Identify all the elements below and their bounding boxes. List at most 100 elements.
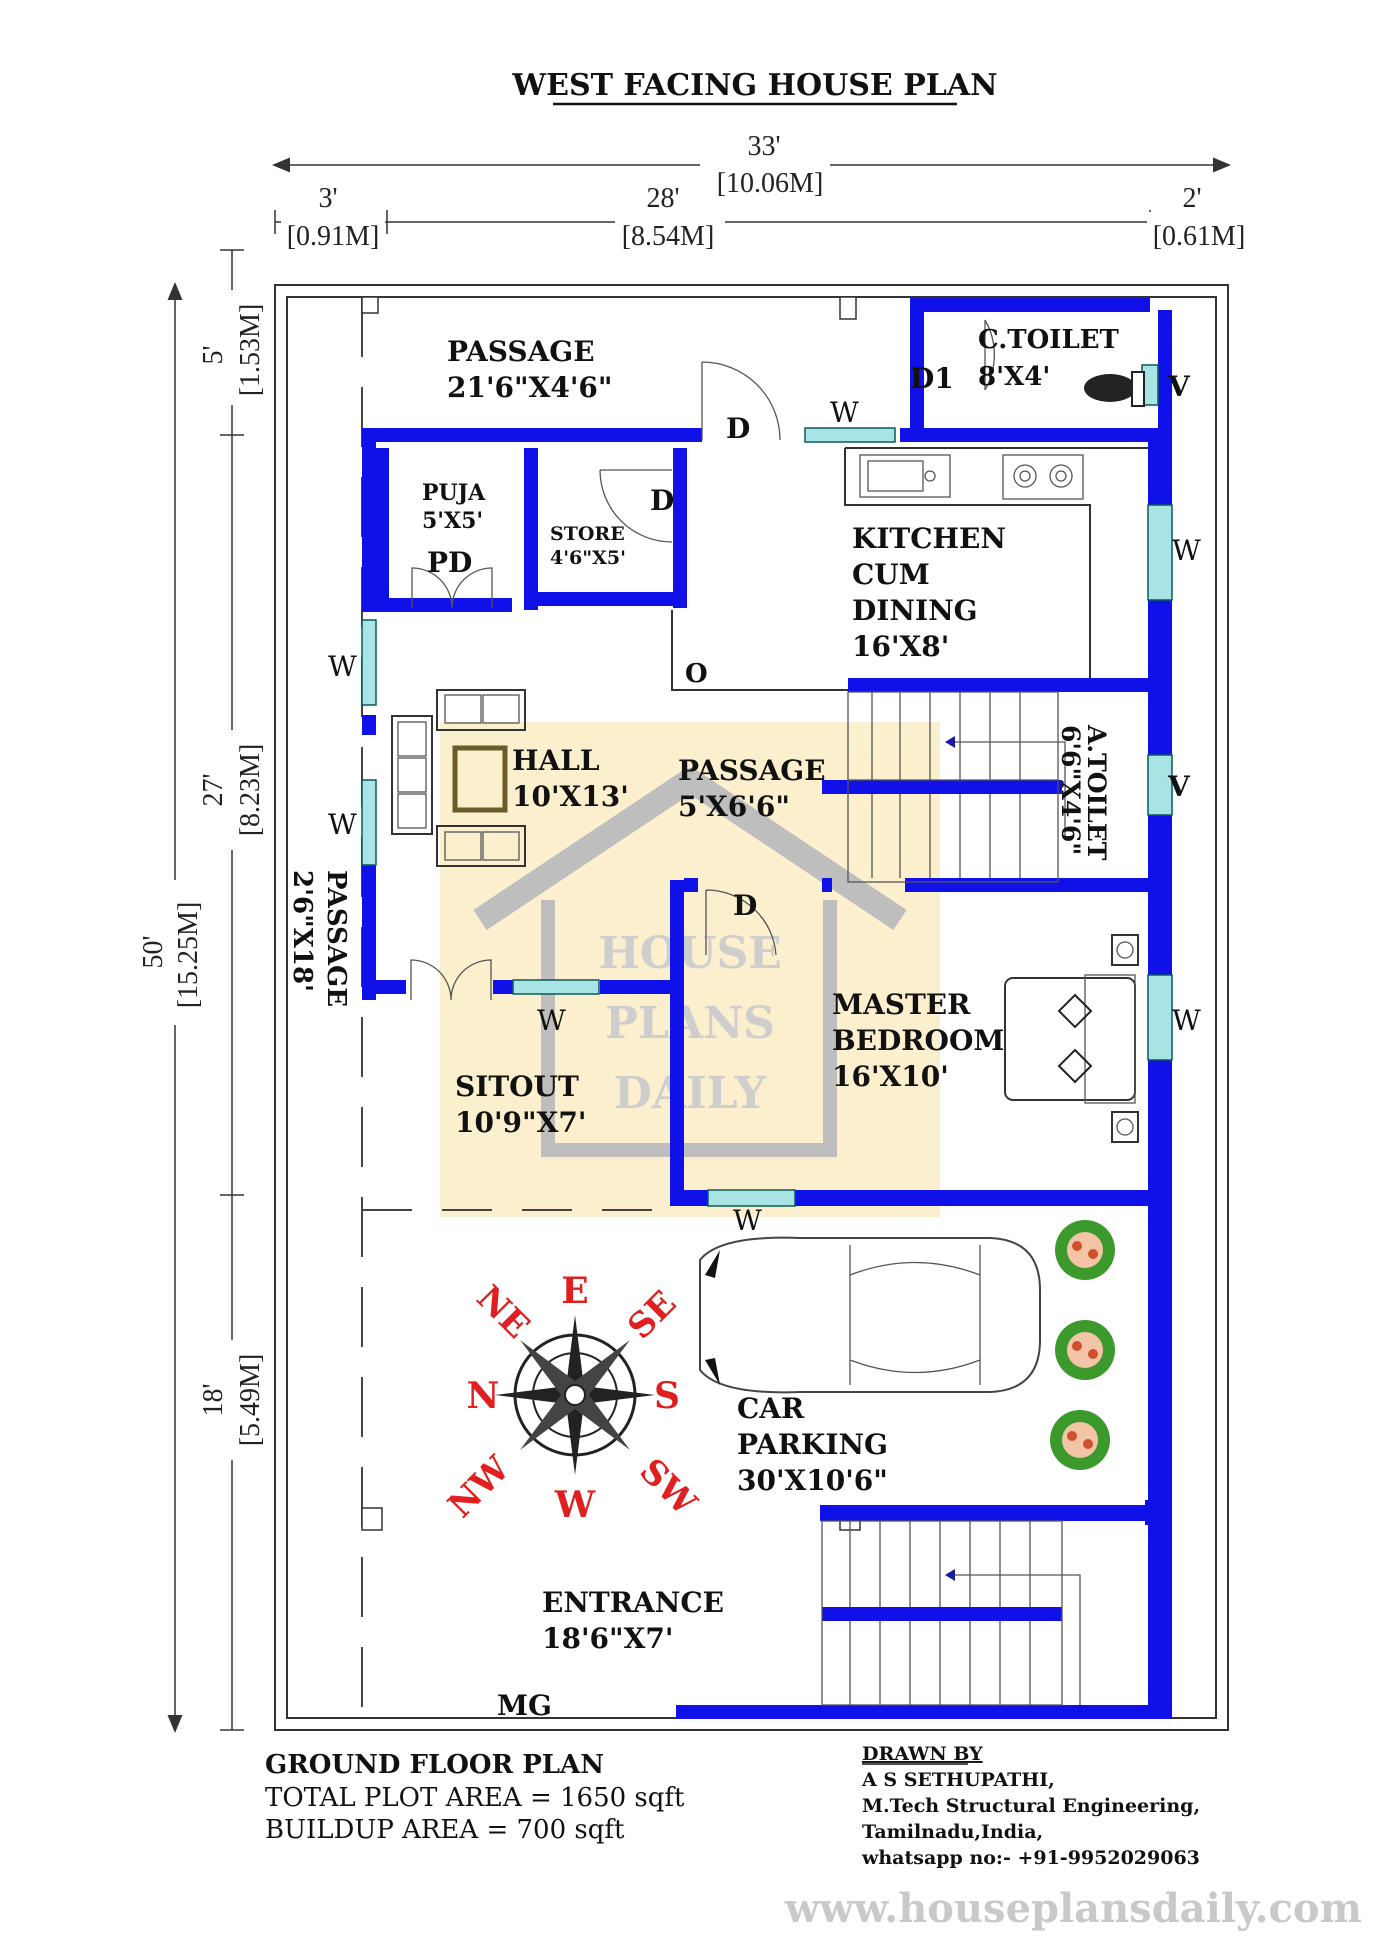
author-qualification: M.Tech Structural Engineering, bbox=[862, 1795, 1200, 1817]
a-toilet-size: 6'6"X4'6" bbox=[1056, 725, 1085, 855]
watermark-line-2: PLANS bbox=[605, 998, 775, 1049]
passage-mid-size: 5'X6'6" bbox=[678, 790, 790, 823]
store-name: STORE bbox=[550, 523, 625, 545]
hall-size: 10'X13' bbox=[512, 780, 629, 813]
door-marker-store: D bbox=[650, 484, 674, 517]
compass-n: N bbox=[467, 1375, 500, 1417]
passage-top-size: 21'6"X4'6" bbox=[447, 371, 612, 404]
building-width-metric: [8.54M] bbox=[622, 221, 715, 252]
door-marker-puja: PD bbox=[427, 546, 472, 579]
middle-depth-metric: [8.23M] bbox=[235, 744, 266, 837]
window-marker-sitout: W bbox=[537, 1004, 566, 1037]
drawn-by-label: DRAWN BY bbox=[862, 1743, 983, 1765]
top-depth-label: 5' bbox=[198, 345, 229, 364]
staircase-upper bbox=[847, 691, 1066, 883]
middle-depth-label: 27' bbox=[198, 773, 229, 806]
kitchen-line-3: DINING bbox=[852, 594, 978, 627]
vertical-dimensions: 50' [15.25M] 5' [1.53M] 27' [8.23M] 18' … bbox=[138, 249, 270, 1733]
plants bbox=[1050, 1220, 1115, 1470]
c-toilet-name: C.TOILET bbox=[978, 325, 1120, 355]
window-marker-hall-2: W bbox=[328, 808, 357, 841]
window-bedroom-right bbox=[1147, 974, 1173, 1061]
overall-width-metric: [10.06M] bbox=[717, 168, 824, 199]
window-marker-passage: W bbox=[830, 396, 859, 429]
opening-marker: O bbox=[685, 659, 708, 689]
watermark-line-3: DAILY bbox=[614, 1068, 767, 1119]
window-kitchen bbox=[1147, 504, 1173, 601]
door-marker-c-toilet: D1 bbox=[910, 362, 954, 395]
author-name: A S SETHUPATHI, bbox=[861, 1769, 1055, 1791]
window-bedroom-bottom bbox=[707, 1189, 796, 1207]
compass-rose: E W N S NE SE NW SW bbox=[441, 1270, 705, 1526]
car-parking-line-2: PARKING bbox=[737, 1428, 888, 1461]
overall-depth-metric: [15.25M] bbox=[173, 902, 204, 1009]
compass-ne: NE bbox=[468, 1278, 537, 1347]
puja-name: PUJA bbox=[422, 480, 486, 506]
sitout-name: SITOUT bbox=[455, 1070, 579, 1103]
footer: GROUND FLOOR PLAN TOTAL PLOT AREA = 1650… bbox=[265, 1743, 1362, 1932]
plan-title: WEST FACING HOUSE PLAN bbox=[511, 68, 997, 103]
main-gate-marker: MG bbox=[497, 1689, 552, 1722]
car bbox=[699, 1236, 1041, 1394]
walls bbox=[362, 298, 1172, 1719]
compass-e: E bbox=[561, 1270, 588, 1312]
window-passage-kitchen bbox=[804, 427, 896, 443]
left-setback-label: 3' bbox=[318, 183, 337, 214]
bottom-depth-metric: [5.49M] bbox=[235, 1354, 266, 1447]
website-link[interactable]: www.houseplansdaily.com bbox=[784, 1885, 1362, 1932]
author-location: Tamilnadu,India, bbox=[862, 1821, 1043, 1843]
door-marker-bedroom: D bbox=[733, 889, 757, 922]
store-size: 4'6"X5' bbox=[550, 547, 626, 569]
sofa-set bbox=[391, 689, 526, 867]
horizontal-dimensions: 33' [10.06M] 3' [0.91M] 28' [8.54M] 2' [… bbox=[272, 131, 1255, 252]
plan-name: GROUND FLOOR PLAN bbox=[265, 1750, 604, 1780]
passage-top-name: PASSAGE bbox=[447, 335, 595, 368]
left-setback-metric: [0.91M] bbox=[287, 221, 380, 252]
window-marker-bedroom-bottom: W bbox=[733, 1204, 762, 1237]
room-labels: PASSAGE 21'6"X4'6" C.TOILET 8'X4' PUJA 5… bbox=[287, 325, 1120, 1655]
door-marker-passage: D bbox=[726, 412, 750, 445]
window-marker-hall-1: W bbox=[328, 650, 357, 683]
bottom-depth-label: 18' bbox=[198, 1383, 229, 1416]
bed bbox=[1004, 934, 1139, 1143]
entrance-size: 18'6"X7' bbox=[542, 1622, 673, 1655]
right-setback-label: 2' bbox=[1182, 183, 1201, 214]
ventilator-marker-a-toilet: V bbox=[1167, 770, 1191, 803]
c-toilet-size: 8'X4' bbox=[978, 362, 1050, 392]
kitchen-line-1: KITCHEN bbox=[852, 522, 1006, 555]
puja-size: 5'X5' bbox=[422, 508, 483, 534]
watermark: HOUSE PLANS DAILY bbox=[440, 722, 940, 1217]
master-bedroom-line-2: BEDROOM bbox=[832, 1024, 1004, 1057]
window-marker-kitchen: W bbox=[1172, 534, 1201, 567]
compass-se: SE bbox=[620, 1283, 684, 1347]
plot-area: TOTAL PLOT AREA = 1650 sqft bbox=[265, 1783, 685, 1813]
kitchen-size: 16'X8' bbox=[852, 630, 949, 663]
hall-name: HALL bbox=[512, 744, 600, 777]
buildup-area: BUILDUP AREA = 700 sqft bbox=[265, 1815, 625, 1845]
passage-side-size: 2'6"X18' bbox=[287, 870, 317, 992]
ventilator-marker-c-toilet: V bbox=[1167, 370, 1191, 403]
author-contact: whatsapp no:- +91-9952029063 bbox=[861, 1847, 1200, 1869]
master-bedroom-size: 16'X10' bbox=[832, 1060, 949, 1093]
wc-fixture bbox=[1084, 371, 1145, 407]
sitout-size: 10'9"X7' bbox=[455, 1106, 586, 1139]
window-hall-1 bbox=[361, 619, 377, 706]
car-parking-size: 30'X10'6" bbox=[737, 1464, 888, 1497]
passage-mid-name: PASSAGE bbox=[678, 754, 826, 787]
watermark-line-1: HOUSE bbox=[598, 928, 782, 979]
markers: D D1 D PD D O MG W W W W W W W V V bbox=[328, 362, 1201, 1722]
building-width-label: 28' bbox=[646, 183, 679, 214]
master-bedroom-line-1: MASTER bbox=[832, 988, 971, 1021]
kitchen-line-2: CUM bbox=[852, 558, 930, 591]
kitchen-counter bbox=[671, 447, 1148, 691]
compass-sw: SW bbox=[631, 1451, 704, 1524]
compass-w: W bbox=[554, 1484, 596, 1526]
right-setback-metric: [0.61M] bbox=[1153, 221, 1246, 252]
passage-side-name: PASSAGE bbox=[321, 870, 351, 1007]
a-toilet-name: A.TOILET bbox=[1082, 724, 1111, 861]
top-depth-metric: [1.53M] bbox=[235, 304, 266, 397]
window-sitout bbox=[512, 979, 600, 995]
staircase-lower bbox=[821, 1520, 1081, 1706]
overall-depth-label: 50' bbox=[138, 935, 169, 968]
